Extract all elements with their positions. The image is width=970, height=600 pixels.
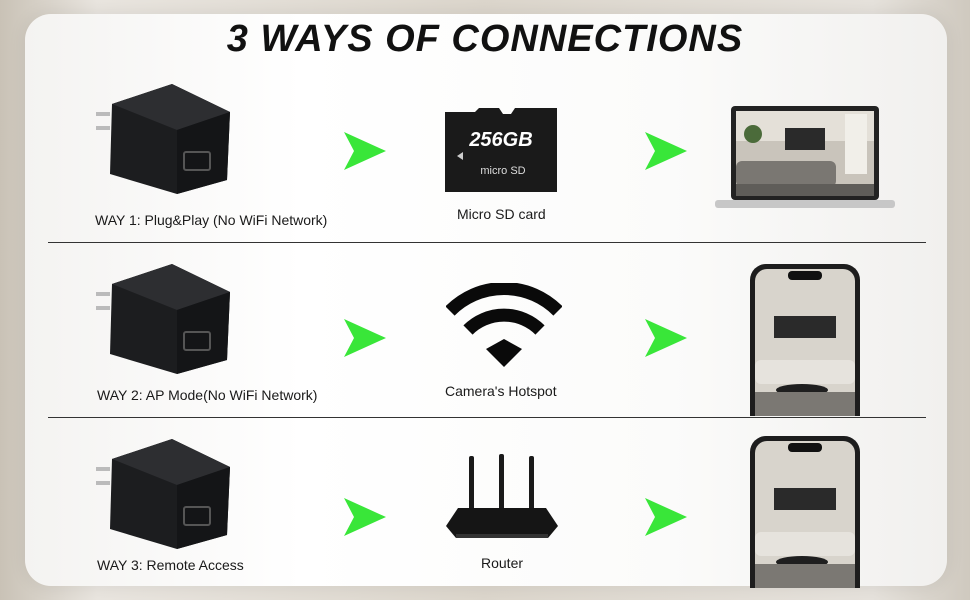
router-icon xyxy=(444,454,560,542)
smartphone-icon xyxy=(750,436,860,588)
way-2-label: WAY 2: AP Mode(No WiFi Network) xyxy=(97,387,318,403)
arrow-icon xyxy=(645,498,687,536)
micro-sd-label: Micro SD card xyxy=(457,206,546,222)
sd-brand: micro SD xyxy=(480,165,525,177)
arrow-icon xyxy=(344,498,386,536)
micro-sd-card-icon: 256GB micro SD xyxy=(445,108,559,194)
hotspot-label: Camera's Hotspot xyxy=(445,383,557,399)
arrow-icon xyxy=(645,319,687,357)
arrow-icon xyxy=(344,319,386,357)
router-label: Router xyxy=(481,555,524,571)
smartphone-icon xyxy=(750,264,860,416)
arrow-icon xyxy=(344,132,386,170)
camera-charger-image-1 xyxy=(92,82,237,197)
laptop-icon xyxy=(715,106,895,210)
row-divider xyxy=(48,242,926,243)
row-divider xyxy=(48,417,926,418)
camera-charger-image-3 xyxy=(92,437,237,552)
way-3-label: WAY 3: Remote Access xyxy=(97,557,244,573)
camera-charger-image-2 xyxy=(92,262,237,377)
wifi-icon xyxy=(446,283,562,369)
arrow-icon xyxy=(645,132,687,170)
page-title: 3 WAYS OF CONNECTIONS xyxy=(226,18,744,60)
way-1-label: WAY 1: Plug&Play (No WiFi Network) xyxy=(95,212,328,228)
sd-capacity: 256GB xyxy=(468,129,532,151)
